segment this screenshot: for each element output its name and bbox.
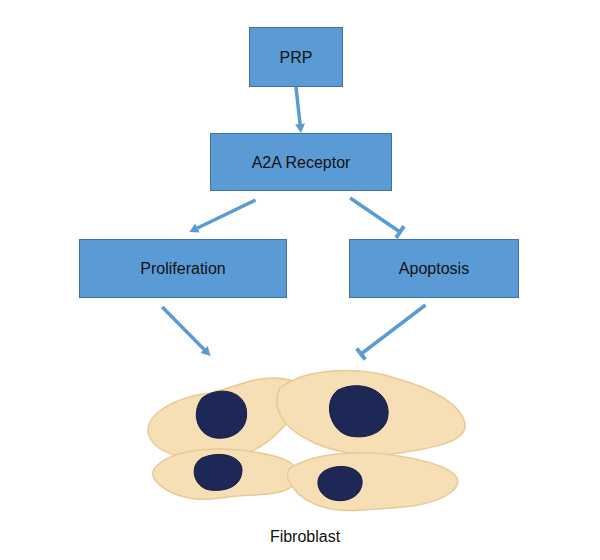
arrow-connector: [295, 87, 305, 133]
cell-body: [288, 453, 458, 511]
cell-nucleus: [194, 454, 242, 490]
cell-nucleus: [196, 391, 246, 438]
process-box: Proliferation: [79, 239, 287, 298]
inhibition-connector: [350, 198, 404, 238]
box-label: Apoptosis: [391, 259, 477, 278]
process-box: PRP: [249, 27, 343, 87]
arrow-connector: [189, 200, 255, 233]
box-label: PRP: [272, 48, 321, 67]
box-label: A2A Receptor: [244, 153, 359, 172]
arrow-connector: [162, 307, 210, 356]
cell-body: [277, 371, 465, 455]
cell-nucleus: [318, 466, 362, 500]
box-label: Proliferation: [132, 259, 233, 278]
cell-label: Fibroblast: [130, 528, 480, 546]
fibroblast-illustration: Fibroblast: [130, 358, 480, 550]
process-box: Apoptosis: [349, 239, 519, 298]
fibroblast-cells: [130, 358, 480, 550]
cell-nucleus: [329, 386, 388, 437]
cell-body: [153, 449, 298, 499]
inhibition-connector: [357, 305, 426, 360]
receptor-box: A2A Receptor: [210, 133, 392, 191]
